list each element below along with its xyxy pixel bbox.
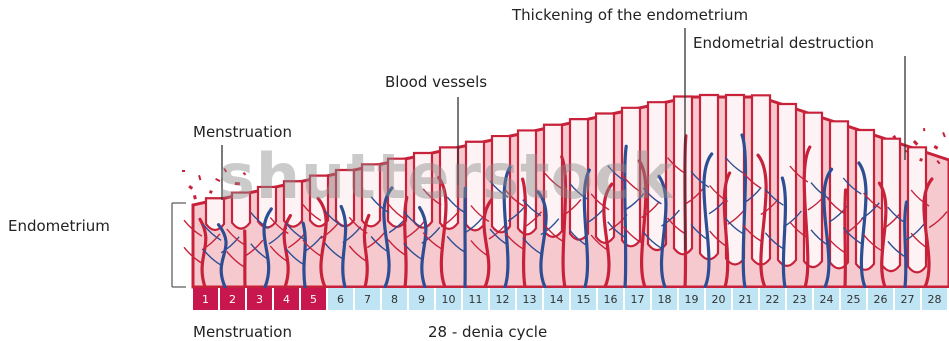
day-cell-menstruation: 2 — [220, 288, 247, 310]
debris-fragment — [193, 195, 197, 199]
day-cell-cycle: 18 — [652, 288, 679, 310]
day-cell-cycle: 23 — [787, 288, 814, 310]
day-cell-menstruation: 4 — [274, 288, 301, 310]
thickening-label: Thickening of the endometrium — [512, 6, 748, 24]
debris-fragment — [923, 128, 925, 131]
day-cell-menstruation: 1 — [193, 288, 220, 310]
endometrial-gland — [778, 104, 796, 266]
artery — [845, 190, 846, 287]
endometrial-gland — [726, 95, 744, 265]
day-cell-cycle: 27 — [895, 288, 922, 310]
day-cell-cycle: 19 — [679, 288, 706, 310]
day-cell-menstruation: 5 — [301, 288, 328, 310]
day-cell-cycle: 9 — [409, 288, 436, 310]
endometrial-gland — [700, 95, 718, 259]
debris-fragment — [198, 175, 201, 180]
day-cell-cycle: 8 — [382, 288, 409, 310]
day-cell-cycle: 24 — [814, 288, 841, 310]
day-cell-cycle: 11 — [463, 288, 490, 310]
day-cell-cycle: 17 — [625, 288, 652, 310]
watermark: shutterstock — [218, 140, 674, 213]
day-cell-cycle: 21 — [733, 288, 760, 310]
day-cell-cycle: 10 — [436, 288, 463, 310]
day-cell-cycle: 13 — [517, 288, 544, 310]
day-cell-cycle: 28 — [922, 288, 949, 310]
vein — [303, 223, 305, 287]
menstruation-bottom-label: Menstruation — [193, 323, 292, 341]
debris-fragment — [182, 170, 185, 172]
blood-vessels-label: Blood vessels — [385, 73, 487, 91]
destruction-label: Endometrial destruction — [693, 34, 874, 52]
debris-fragment — [933, 145, 938, 150]
endometrial-gland — [674, 97, 692, 255]
vein — [905, 202, 907, 287]
day-cell-cycle: 20 — [706, 288, 733, 310]
day-cell-cycle: 15 — [571, 288, 598, 310]
day-cell-cycle: 14 — [544, 288, 571, 310]
day-cell-cycle: 12 — [490, 288, 517, 310]
day-cell-cycle: 25 — [841, 288, 868, 310]
day-cell-cycle: 26 — [868, 288, 895, 310]
cycle-day-bar: 1234567891011121314151617181920212223242… — [193, 288, 949, 310]
day-cell-menstruation: 3 — [247, 288, 274, 310]
debris-fragment — [188, 185, 193, 190]
debris-fragment — [942, 132, 946, 137]
menstruation-top-label: Menstruation — [193, 123, 292, 141]
day-cell-cycle: 6 — [328, 288, 355, 310]
endometrium-label: Endometrium — [8, 217, 110, 235]
debris-fragment — [913, 140, 919, 146]
cycle-label: 28 - denia cycle — [428, 323, 547, 341]
day-cell-cycle: 16 — [598, 288, 625, 310]
day-cell-cycle: 7 — [355, 288, 382, 310]
debris-fragment — [209, 190, 213, 194]
day-cell-cycle: 22 — [760, 288, 787, 310]
